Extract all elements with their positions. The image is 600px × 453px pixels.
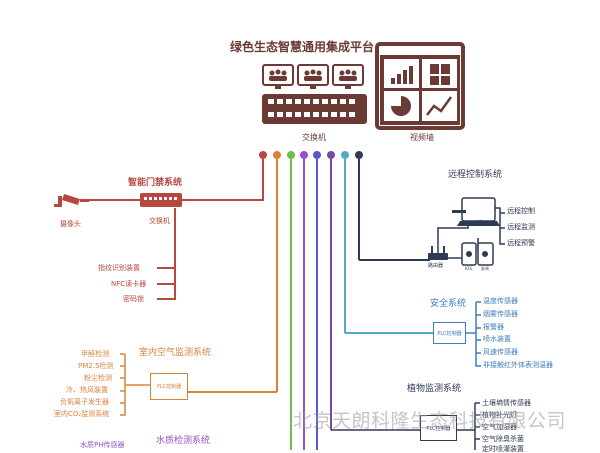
indoor-air-item: 甲醛检测 [81, 350, 109, 358]
access-item: 密码锁 [123, 295, 144, 303]
company-watermark: 北京天朗科隆生态科技有限公司 [293, 410, 567, 432]
remote-item: 远程预警 [507, 239, 535, 247]
camera-label: 摄像头 [60, 220, 81, 228]
camera-icon [54, 194, 89, 207]
plant-title: 植物监测系统 [407, 384, 462, 394]
switch-label: 交换机 [302, 133, 326, 142]
security-item: 报警器 [483, 323, 504, 331]
security-item: 喷水装置 [483, 335, 511, 343]
indoor-air-title: 室内空气监测系统 [139, 348, 212, 358]
plant-item: 空气加湿器 [482, 423, 517, 431]
plant-item: 定时喷灌装置 [482, 445, 524, 453]
security-plc-box: PLC控制器 [433, 322, 466, 344]
access-control-title: 智能门禁系统 [128, 178, 183, 188]
videowall-icon [375, 42, 465, 130]
remote-item: 远程监测 [507, 223, 535, 231]
indoor-air-item: 冷、热风装置 [66, 386, 108, 394]
indoor-air-plc-box: PLC控制器 [150, 373, 188, 400]
security-item: 温度传感器 [483, 297, 518, 305]
security-item: 烟雾传感器 [483, 310, 518, 318]
small-switch-icon [140, 193, 182, 207]
security-item: 非接触红外体表测温器 [483, 361, 553, 369]
indoor-air-item: PM2.5检测 [78, 362, 114, 370]
access-switch-label: 交换机 [149, 217, 170, 225]
android-label: 安卓 [481, 266, 489, 271]
switch-icon [262, 94, 367, 124]
router-icon [428, 246, 448, 260]
water-title: 水质检测系统 [156, 436, 211, 446]
pc-label: PC [476, 220, 483, 226]
remote-item: 远程控制 [507, 207, 535, 215]
indoor-air-item: 负氧离子发生器 [60, 398, 109, 406]
phone-icon [477, 242, 494, 266]
pc-icon [452, 197, 500, 226]
water-item: 水质PH传感器 [80, 441, 125, 449]
security-title: 安全系统 [430, 299, 467, 309]
indoor-air-item: 粉尘检测 [84, 374, 112, 382]
access-item: 指纹识别装置 [98, 264, 140, 272]
access-item: NFC读卡器 [111, 280, 147, 288]
plant-item: 空气除臭杀菌 [482, 435, 524, 443]
plant-item: 植物补光灯 [482, 411, 517, 419]
phone-icon [461, 242, 477, 266]
plant-plc-box: PLC控制器 [420, 415, 457, 441]
indoor-air-item: 室内CO₂监测系统 [54, 410, 110, 418]
platform-title: 绿色生态智慧通用集成平台 [230, 40, 375, 54]
remote-control-title: 远程控制系统 [448, 170, 503, 180]
security-item: 风速传感器 [483, 348, 518, 356]
router-label: 路由器 [428, 263, 444, 269]
plant-item: 土壤墒情传感器 [482, 399, 531, 407]
videowall-label: 视频墙 [410, 133, 434, 142]
ios-label: IOS [465, 266, 472, 271]
port-dots [259, 151, 363, 159]
monitor-icon-group [262, 64, 364, 86]
videowall-banner: WELCOME TO ESEED [386, 46, 444, 52]
